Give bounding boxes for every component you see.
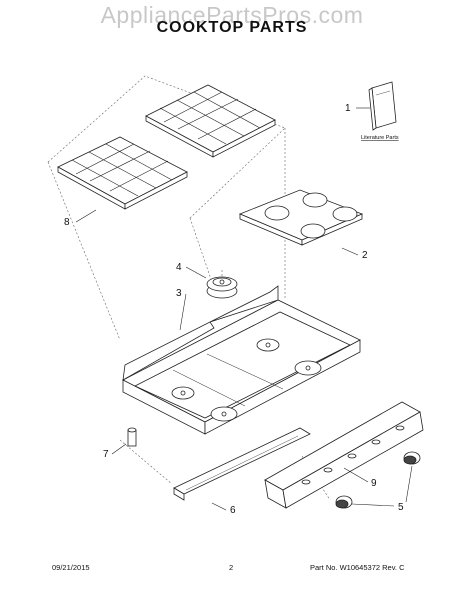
callout-6: 6	[230, 505, 236, 516]
callout-4: 4	[176, 262, 182, 273]
valve-stem	[127, 427, 137, 447]
page-title: COOKTOP PARTS	[156, 19, 308, 36]
grate-left	[57, 136, 188, 210]
callout-9: 9	[371, 478, 377, 489]
control-panel	[264, 401, 424, 509]
cooktop-main	[122, 285, 361, 435]
leader-lines	[75, 107, 413, 511]
watermark: AppliancePartsPros.com	[100, 2, 364, 28]
footer-date: 09/21/2015	[52, 563, 90, 572]
burner-assembly	[206, 276, 238, 299]
control-knobs	[335, 451, 421, 509]
literature-parts	[368, 81, 397, 131]
callout-1: 1	[345, 103, 351, 114]
footer-part-number: Part No. W10645372 Rev. C	[310, 563, 405, 572]
callout-7: 7	[103, 449, 109, 460]
callout-3: 3	[176, 288, 182, 299]
literature-label: Literature Parts	[361, 135, 399, 141]
callout-2: 2	[362, 250, 368, 261]
burner-bracket	[173, 427, 311, 501]
callout-8: 8	[64, 217, 70, 228]
grate-right	[145, 84, 276, 158]
callout-5: 5	[398, 502, 404, 513]
footer-page-number: 2	[229, 563, 234, 572]
burner-cap-set	[238, 189, 364, 246]
